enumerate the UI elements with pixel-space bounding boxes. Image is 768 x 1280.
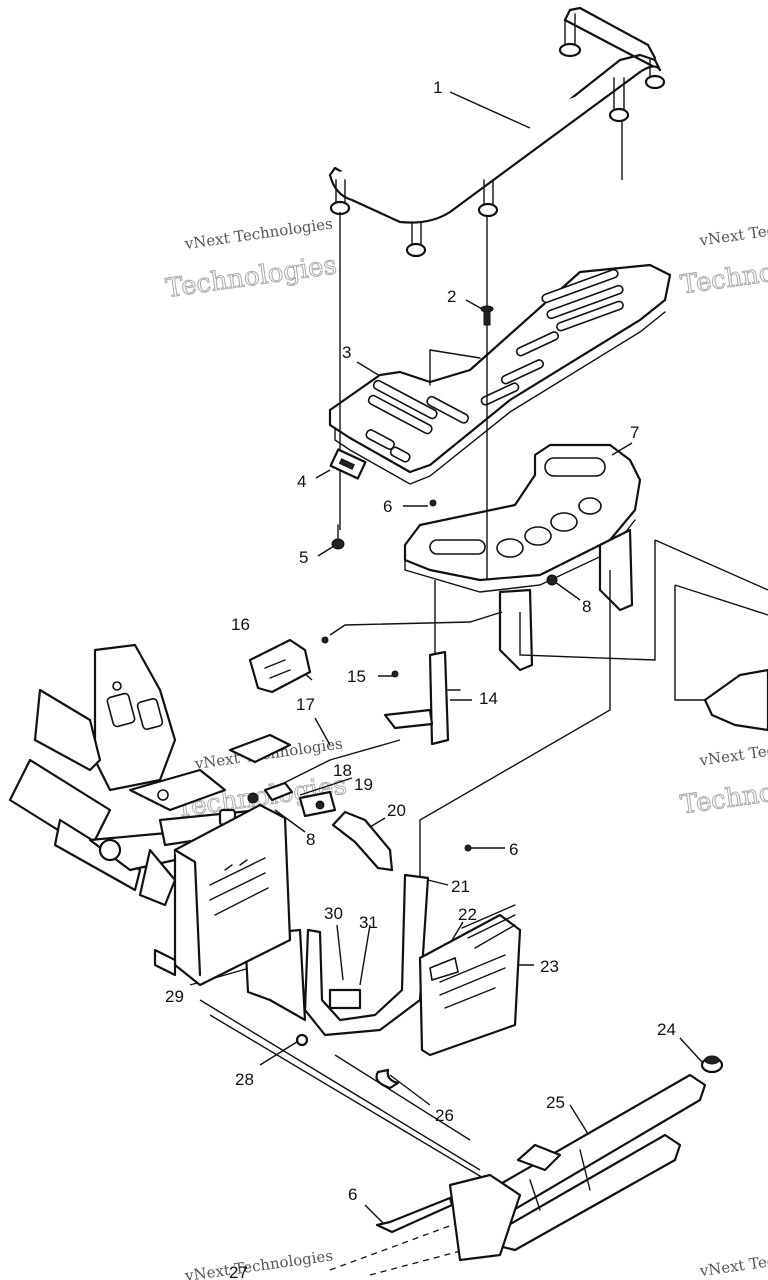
vehicle-frame [8, 643, 292, 987]
callout-30: 30 [324, 904, 343, 923]
callout-31: 31 [359, 913, 378, 932]
watermark-text: Technologies [679, 767, 768, 821]
watermark-text: vNext Technologies [697, 211, 768, 250]
callout-18: 18 [333, 761, 352, 780]
callout-6: 6 [509, 840, 518, 859]
callout-22: 22 [458, 905, 477, 924]
callout-25: 25 [546, 1093, 565, 1112]
callout-27: 27 [229, 1263, 248, 1280]
callout-labels: 1 2 3 4 5 6 7 8 16 15 14 17 18 19 8 20 6… [165, 78, 676, 1280]
callout-16: 16 [231, 615, 250, 634]
callout-5: 5 [299, 548, 308, 567]
callout-8: 8 [306, 830, 315, 849]
rear-panel-frame [303, 873, 430, 1037]
callout-23: 23 [540, 957, 559, 976]
callout-24: 24 [657, 1020, 676, 1039]
callout-3: 3 [342, 343, 351, 362]
fasteners [247, 305, 724, 1234]
callout-7: 7 [630, 423, 639, 442]
wiring-clamp [228, 733, 294, 802]
rack-tube [328, 6, 666, 258]
callout-2: 2 [447, 287, 456, 306]
callout-29: 29 [165, 987, 184, 1006]
callout-6: 6 [348, 1185, 357, 1204]
watermark-text: vNext Technologies [183, 214, 334, 253]
rack-plate [328, 263, 672, 485]
callout-6: 6 [383, 497, 392, 516]
u-clip [375, 1068, 400, 1090]
switch-connector [298, 790, 337, 818]
watermark-text: Technologies [679, 247, 768, 301]
callout-28: 28 [235, 1070, 254, 1089]
leader-lines [189, 91, 768, 1276]
watermark-text: Technologies [164, 250, 339, 304]
callout-21: 21 [451, 877, 470, 896]
callout-8: 8 [582, 597, 591, 616]
callout-17: 17 [296, 695, 315, 714]
rear-bumper [448, 1073, 707, 1262]
callout-19: 19 [354, 775, 373, 794]
callout-15: 15 [347, 667, 366, 686]
watermark-text: vNext Technologies [697, 731, 768, 770]
callout-4: 4 [297, 472, 306, 491]
callout-14: 14 [479, 689, 498, 708]
rack-bracket [403, 443, 642, 672]
watermark-text: vNext Technologies [698, 1242, 768, 1280]
upright-bracket [383, 650, 461, 746]
watermark-text: vNext Technologies [183, 1246, 334, 1280]
fender-partial [703, 668, 768, 732]
callout-1: 1 [433, 78, 442, 97]
rear-mudguard-support [331, 810, 394, 872]
callout-26: 26 [435, 1106, 454, 1125]
taillight [248, 638, 312, 694]
callout-20: 20 [387, 801, 406, 820]
splash-guard-panel [418, 904, 522, 1057]
